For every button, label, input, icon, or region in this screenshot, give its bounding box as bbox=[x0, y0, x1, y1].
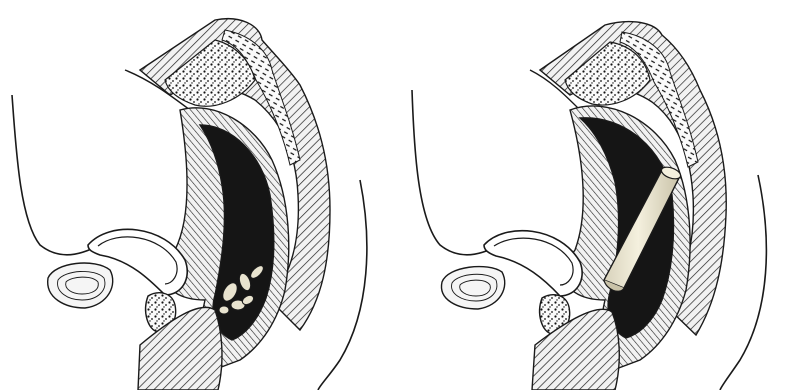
right-panel bbox=[400, 0, 797, 390]
body-outline bbox=[412, 90, 510, 255]
pubic-bone bbox=[441, 267, 504, 309]
buttock-curve bbox=[720, 175, 766, 390]
left-panel bbox=[0, 0, 400, 390]
body-outline bbox=[12, 95, 110, 255]
